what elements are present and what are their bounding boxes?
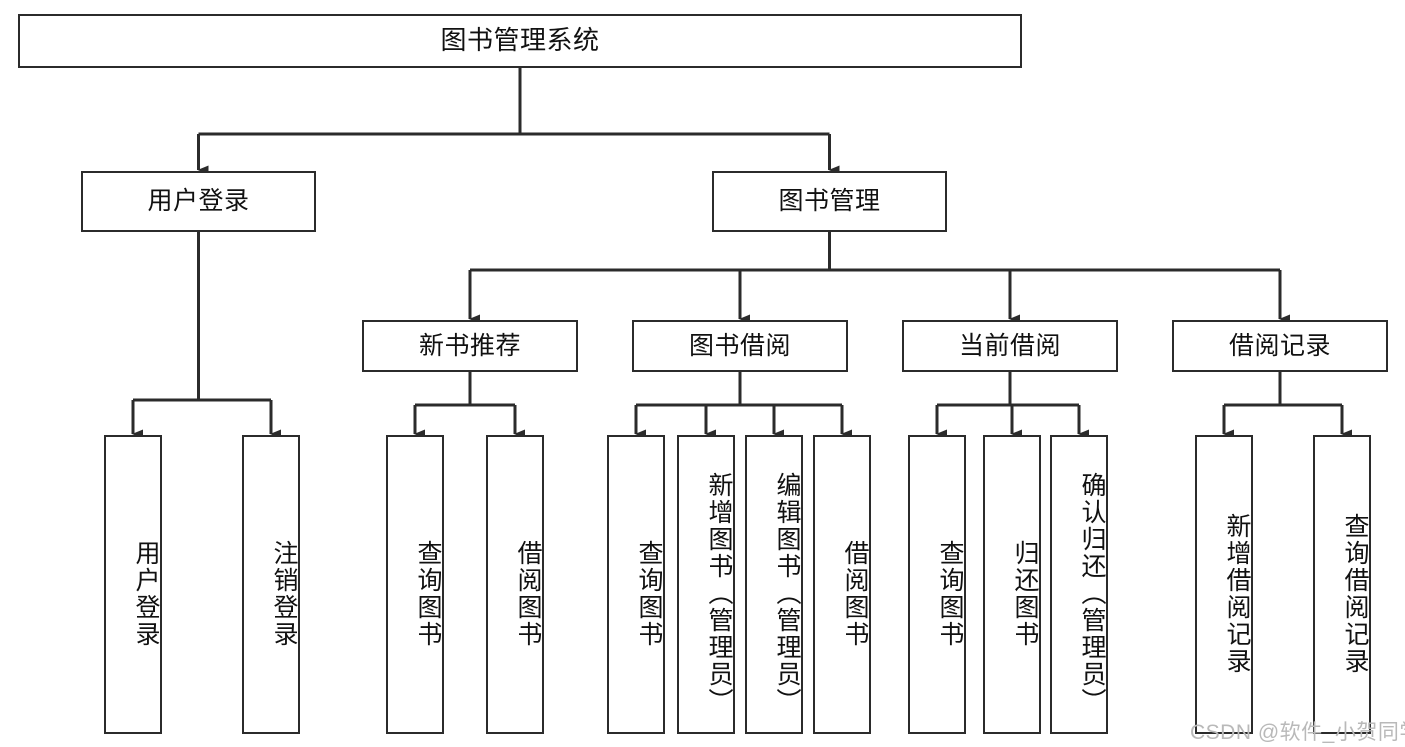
node-leaf-nb-query[interactable]: 查询图书 [386,435,444,734]
node-label: 归还图书 [1011,539,1039,648]
node-label: 图书借阅 [688,331,791,360]
node-leaf-re-query[interactable]: 查询借阅记录 [1313,435,1371,734]
node-label: 确认归还（管理员） [1078,472,1106,715]
node-label: 借阅图书 [841,539,869,648]
node-label: 查询图书 [414,539,442,648]
node-label: 借阅图书 [514,539,542,648]
node-label: 图书管理 [778,187,881,216]
node-records[interactable]: 借阅记录 [1172,320,1388,372]
node-label: 查询图书 [936,539,964,648]
node-leaf-user-login[interactable]: 用户登录 [104,435,162,734]
node-root[interactable]: 图书管理系统 [18,14,1022,68]
node-leaf-cu-query[interactable]: 查询图书 [908,435,966,734]
node-leaf-bo-query[interactable]: 查询图书 [607,435,665,734]
node-label: 注销登录 [270,539,298,648]
node-current[interactable]: 当前借阅 [902,320,1118,372]
node-borrow[interactable]: 图书借阅 [632,320,848,372]
node-leaf-user-logout[interactable]: 注销登录 [242,435,300,734]
node-label: 新增图书（管理员） [705,472,733,715]
node-label: 图书管理系统 [440,25,600,56]
csdn-watermark: CSDN @软件_小贺同学 [1190,721,1405,744]
node-label: 用户登录 [132,539,160,648]
node-label: 新增借阅记录 [1223,512,1251,675]
node-leaf-nb-borrow[interactable]: 借阅图书 [486,435,544,734]
node-leaf-cu-confirm[interactable]: 确认归还（管理员） [1050,435,1108,734]
node-label: 用户登录 [147,187,250,216]
node-label: 编辑图书（管理员） [773,472,801,715]
node-leaf-bo-borrow[interactable]: 借阅图书 [813,435,871,734]
node-label: 查询借阅记录 [1341,512,1369,675]
node-bookmgmt[interactable]: 图书管理 [712,171,947,232]
node-login[interactable]: 用户登录 [81,171,316,232]
node-leaf-re-add[interactable]: 新增借阅记录 [1195,435,1253,734]
node-leaf-bo-edit[interactable]: 编辑图书（管理员） [745,435,803,734]
node-leaf-bo-add[interactable]: 新增图书（管理员） [677,435,735,734]
node-label: 新书推荐 [418,331,521,360]
node-label: 当前借阅 [958,331,1061,360]
node-label: 查询图书 [635,539,663,648]
node-label: 借阅记录 [1228,331,1331,360]
node-newbooks[interactable]: 新书推荐 [362,320,578,372]
node-leaf-cu-return[interactable]: 归还图书 [983,435,1041,734]
